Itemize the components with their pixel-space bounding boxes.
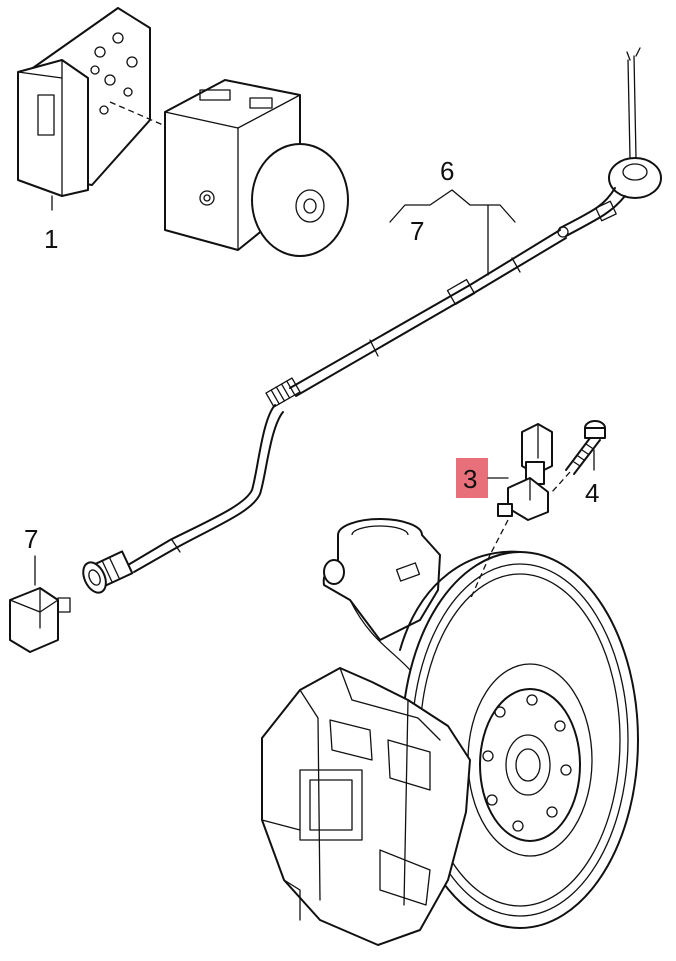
connector-plug: [9, 587, 71, 653]
sensor-cable: [82, 47, 662, 594]
callout-4: 4: [585, 449, 599, 508]
callout-7-left: 7: [9, 524, 71, 653]
callout-3-label: 3: [463, 464, 477, 494]
abs-control-unit: [17, 7, 171, 197]
callout-3-highlight: [456, 458, 488, 498]
abs-hydraulic-unit: [164, 79, 349, 257]
steering-knuckle: [322, 518, 441, 671]
callout-7-top-label: 7: [410, 216, 424, 246]
callout-1-label: 1: [44, 224, 58, 254]
brake-caliper: [261, 667, 471, 946]
assembly-line: [469, 554, 491, 601]
callout-6-label: 6: [440, 156, 454, 186]
bolt: [551, 420, 606, 493]
callout-4-label: 4: [585, 478, 599, 508]
callout-1: 1: [44, 195, 58, 254]
callout-6-bracket: 6 7: [389, 156, 516, 276]
callout-3: 3: [456, 458, 509, 498]
callout-7-left-label: 7: [24, 524, 38, 554]
wheel-speed-sensor: [489, 423, 553, 556]
